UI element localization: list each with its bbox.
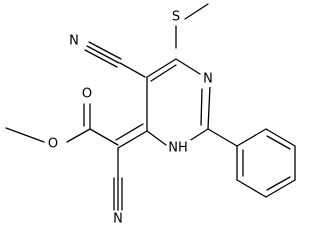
bond-carbonyl-c-oester bbox=[66, 128, 91, 143]
svg-text:O: O bbox=[48, 137, 58, 152]
svg-text:S: S bbox=[172, 10, 180, 25]
atom-n-cyano-top: N bbox=[68, 33, 80, 49]
bond-top-cyano-triple-b bbox=[88, 41, 122, 60]
bond-oester-methyl bbox=[5, 127, 45, 143]
bond-ph-4-5 bbox=[265, 179, 296, 198]
bond-n1-c2-double bbox=[200, 88, 203, 126]
svg-text:O: O bbox=[82, 87, 92, 102]
bond-ph-1-2 bbox=[236, 128, 267, 147]
atom-nh-ring-1: NH bbox=[167, 140, 191, 156]
bond-top-cyano-triple-a bbox=[86, 45, 120, 64]
bond-ph-4-5-double bbox=[266, 176, 291, 191]
bond-n1-c2 bbox=[207, 85, 211, 130]
bond-s-methyl bbox=[184, 3, 209, 20]
chemical-structure: N S N O O NH N bbox=[5, 3, 296, 227]
bond-c2-phenyl bbox=[207, 128, 238, 147]
bond-ph-5-6 bbox=[236, 179, 267, 198]
bond-ph-2-3-double bbox=[266, 135, 291, 150]
atom-n-cyano-bottom: N bbox=[112, 211, 124, 227]
atom-n-ring-3: N bbox=[202, 71, 214, 87]
bond-c5-c6 bbox=[146, 58, 177, 78]
bond-n3-c4 bbox=[146, 130, 167, 146]
bond-c4-calpha bbox=[117, 130, 148, 149]
bond-ph-2-3 bbox=[265, 128, 296, 147]
bond-calpha-carbonyl-c bbox=[89, 128, 119, 146]
bond-top-cyano-single bbox=[119, 62, 146, 78]
atom-labels: N S N O O NH N bbox=[46, 9, 214, 227]
atom-sulfur: S bbox=[169, 9, 182, 25]
svg-text:NH: NH bbox=[168, 141, 188, 156]
svg-text:N: N bbox=[203, 72, 213, 87]
bond-c6-n1 bbox=[175, 58, 201, 75]
bond-layer bbox=[5, 3, 296, 211]
atom-o-carbonyl: O bbox=[81, 86, 95, 102]
atom-o-ester: O bbox=[46, 136, 60, 152]
svg-text:N: N bbox=[69, 34, 79, 49]
bond-top-cyano-triple-c bbox=[84, 49, 118, 68]
bond-c5-c6-double bbox=[150, 64, 177, 82]
bond-c4-calpha-double bbox=[115, 123, 144, 141]
svg-text:N: N bbox=[113, 212, 123, 227]
